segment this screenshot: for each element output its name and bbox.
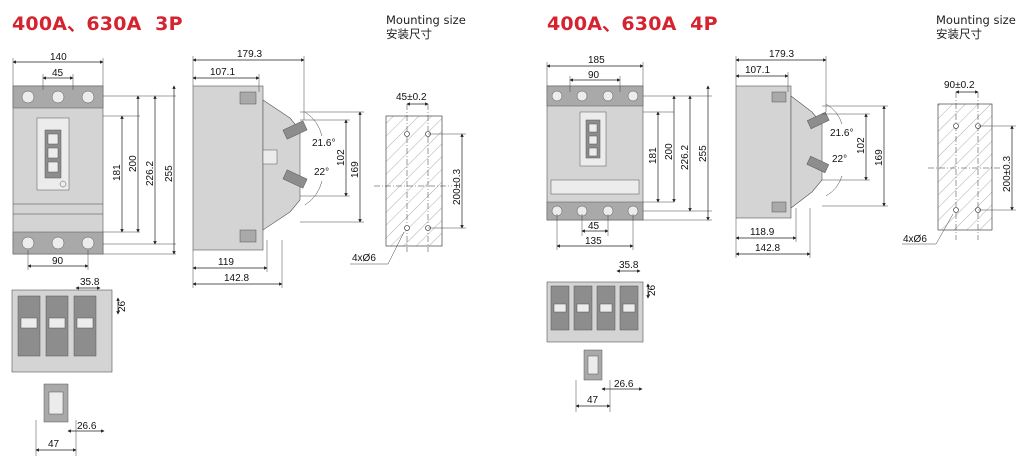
terminal-view-3p bbox=[11, 289, 113, 423]
dim-t1: 35.8 bbox=[80, 277, 100, 288]
dim-mount-h: 90±0.2 bbox=[944, 80, 975, 91]
dim-d4: 142.8 bbox=[755, 243, 780, 254]
dim-t4: 47 bbox=[587, 395, 599, 406]
dim-t2: 26 bbox=[117, 300, 128, 312]
side-view-4p bbox=[735, 85, 830, 219]
dim-d3: 118.9 bbox=[750, 227, 775, 238]
side-view-3p bbox=[192, 85, 308, 251]
dim-h3: 226.2 bbox=[680, 145, 691, 170]
front-dimensions-4p: 185 90 45 135 181 200 226.2 255 bbox=[546, 55, 712, 250]
dim-t4: 47 bbox=[48, 439, 60, 450]
dim-t3: 26.6 bbox=[77, 421, 97, 432]
front-dimensions-3p: 140 45 90 181 200 226.2 255 bbox=[12, 52, 176, 270]
dim-hole-spacing: 135 bbox=[585, 236, 602, 247]
dim-angle1: 21.6° bbox=[830, 128, 853, 139]
dim-t1: 35.8 bbox=[619, 260, 639, 271]
mounting-size-en: Mounting size bbox=[386, 13, 466, 27]
dim-h-169: 169 bbox=[874, 149, 885, 166]
dim-d3: 119 bbox=[218, 257, 234, 268]
dim-h3: 226.2 bbox=[145, 161, 156, 186]
front-view-3p bbox=[12, 85, 104, 255]
dim-h-169: 169 bbox=[350, 161, 361, 178]
dim-holes: 4xØ6 bbox=[352, 253, 376, 264]
mounting-plate-3p: 45±0.2 200±0.3 4xØ6 bbox=[350, 92, 466, 265]
dim-d1: 179.3 bbox=[237, 49, 262, 60]
dim-pitch: 90 bbox=[588, 70, 600, 81]
mounting-size-label-3p: Mounting size 安装尺寸 bbox=[386, 13, 466, 41]
dim-t3: 26.6 bbox=[614, 379, 634, 390]
dim-angle2: 22° bbox=[314, 167, 329, 178]
dim-t2: 26 bbox=[647, 284, 658, 296]
mounting-plate-4p: 90±0.2 200±0.3 4xØ6 bbox=[902, 80, 1016, 245]
side-dimensions-3p: 179.3 107.1 119 142.8 21.6° 22° 102 169 bbox=[192, 49, 364, 288]
terminal-dimensions-3p: 35.8 26 26.6 47 bbox=[35, 277, 128, 456]
dim-d1: 179.3 bbox=[769, 49, 794, 60]
mounting-size-label-4p: Mounting size 安装尺寸 bbox=[936, 13, 1016, 41]
front-view-4p bbox=[546, 85, 644, 221]
dim-h1: 181 bbox=[648, 147, 659, 164]
dim-d2: 107.1 bbox=[745, 65, 770, 76]
dim-h-102: 102 bbox=[856, 137, 867, 154]
dim-h-102: 102 bbox=[336, 149, 347, 166]
terminal-view-4p bbox=[546, 281, 644, 381]
dim-h4: 255 bbox=[164, 165, 175, 182]
dim-mount-h: 45±0.2 bbox=[396, 92, 427, 103]
dim-hole-spacing: 90 bbox=[52, 256, 64, 267]
dim-h1: 181 bbox=[112, 164, 123, 181]
dim-width: 140 bbox=[50, 52, 67, 63]
title-3p: 400A、630A 3P bbox=[12, 13, 183, 35]
dim-bottom-pitch: 45 bbox=[588, 221, 600, 232]
terminal-dimensions-4p: 35.8 26 26.6 47 bbox=[575, 260, 658, 412]
dim-d4: 142.8 bbox=[224, 273, 249, 284]
dim-angle2: 22° bbox=[832, 154, 847, 165]
title-4p: 400A、630A 4P bbox=[547, 13, 718, 35]
dim-mount-v: 200±0.3 bbox=[452, 168, 463, 205]
dim-h2: 200 bbox=[664, 143, 675, 160]
dim-width: 185 bbox=[588, 55, 605, 66]
mounting-size-cn: 安装尺寸 bbox=[936, 27, 982, 41]
dim-angle1: 21.6° bbox=[312, 138, 335, 149]
dim-holes: 4xØ6 bbox=[903, 234, 927, 245]
mounting-size-en: Mounting size bbox=[936, 13, 1016, 27]
dim-d2: 107.1 bbox=[210, 67, 235, 78]
mounting-size-cn: 安装尺寸 bbox=[386, 27, 432, 41]
side-dimensions-4p: 179.3 107.1 118.9 142.8 21.6° 22° 102 16… bbox=[735, 49, 888, 258]
dim-h2: 200 bbox=[128, 155, 139, 172]
dim-mount-v: 200±0.3 bbox=[1002, 155, 1013, 192]
dim-h4: 255 bbox=[698, 145, 709, 162]
dim-pitch: 45 bbox=[52, 68, 64, 79]
